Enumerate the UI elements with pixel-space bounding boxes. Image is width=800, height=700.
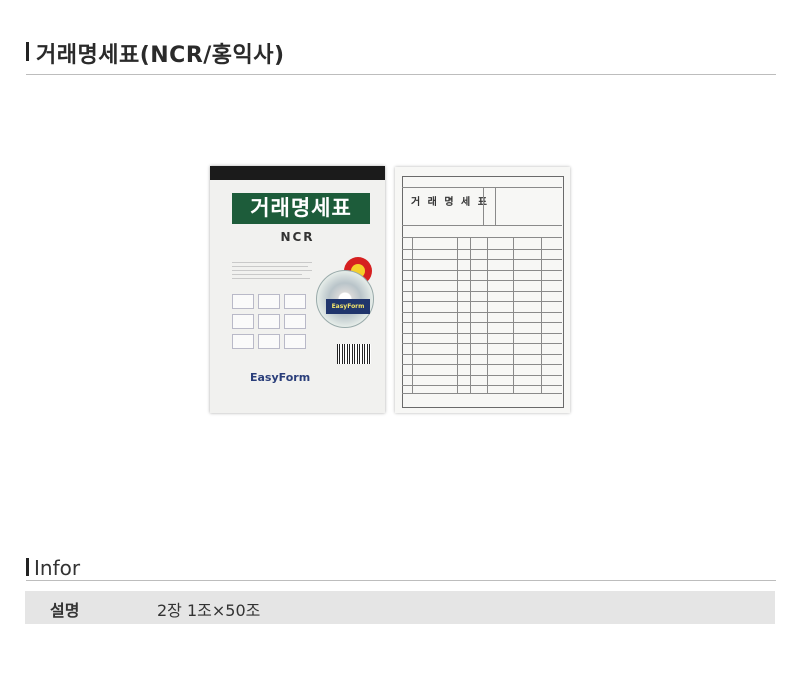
spec-value: 2장 1조×50조 <box>157 601 261 620</box>
disc-label: EasyForm <box>326 299 370 314</box>
product-image: 거래명세표 NCR EasyForm EasyForm 거 래 명 세 표 <box>210 166 572 414</box>
page-title-bar: 거래명세표(NCR/홍익사) <box>26 36 776 75</box>
form-frame <box>402 176 564 408</box>
cover-binding <box>210 166 385 180</box>
product-form-sheet: 거 래 명 세 표 <box>395 167 570 413</box>
info-marker <box>26 558 29 576</box>
info-heading: Infor <box>34 556 81 580</box>
product-cover: 거래명세표 NCR EasyForm EasyForm <box>210 166 385 413</box>
spec-row: 설명 2장 1조×50조 <box>25 591 775 624</box>
cover-brand: EasyForm <box>250 371 311 384</box>
barcode-icon <box>337 344 371 364</box>
cover-subtitle: NCR <box>280 230 315 244</box>
spec-label: 설명 <box>50 601 80 620</box>
form-title: 거 래 명 세 표 <box>411 197 489 208</box>
title-marker <box>26 42 29 61</box>
cover-product-name: 거래명세표 <box>232 193 370 224</box>
info-section-header: Infor <box>26 555 776 581</box>
page-title: 거래명세표(NCR/홍익사) <box>36 43 285 68</box>
